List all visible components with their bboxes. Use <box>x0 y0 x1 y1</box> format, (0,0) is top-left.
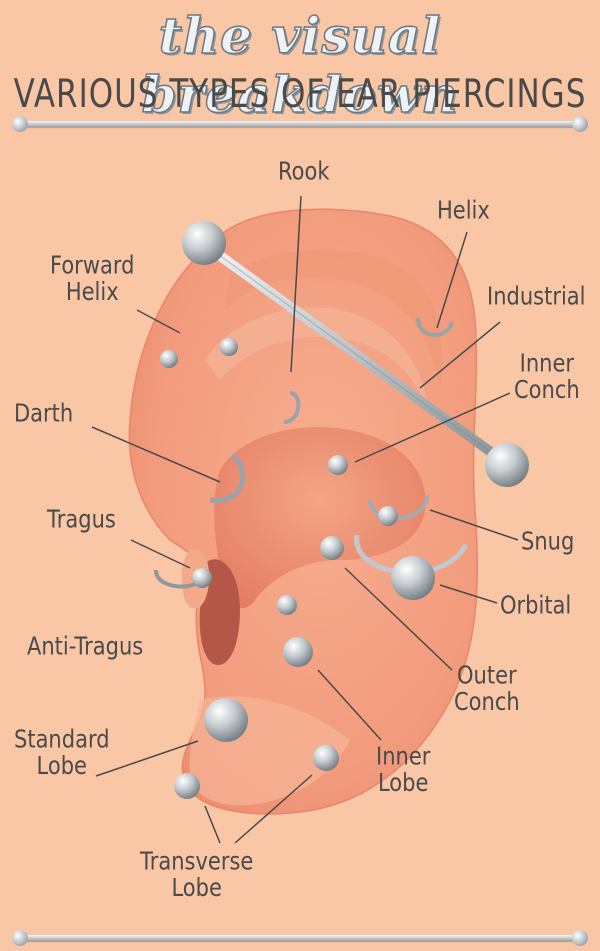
label-inner-conch: Inner Conch <box>514 348 580 404</box>
tragus-bead-icon <box>192 568 212 588</box>
label-transverse-lobe: Transverse Lobe <box>140 846 254 902</box>
label-inner-lobe: Inner Lobe <box>376 741 431 797</box>
rook-ring-icon <box>283 391 301 424</box>
helix-ring-icon <box>416 317 454 337</box>
label-industrial: Industrial <box>487 281 586 311</box>
inner-lobe-stud-icon <box>313 745 339 771</box>
label-orbital: Orbital <box>500 590 572 620</box>
orbital-ball-icon <box>391 556 435 600</box>
anti-tragus-stud-icon <box>277 595 297 615</box>
label-forward-helix: Forward Helix <box>50 250 135 306</box>
label-standard-lobe: Standard Lobe <box>14 724 110 780</box>
bar-ball-icon <box>572 930 588 946</box>
forward-helix-stud-icon <box>160 350 178 368</box>
outer-conch-stud-icon <box>320 536 344 560</box>
forward-helix-stud-icon <box>220 338 238 356</box>
label-outer-conch: Outer Conch <box>454 660 520 716</box>
title-subtitle: VARIOUS TYPES OF EAR PIERCINGS <box>13 72 587 117</box>
ear-helix-fold <box>225 249 442 390</box>
bar-ball-icon <box>12 930 28 946</box>
ear-canal <box>199 559 240 665</box>
title-script: the visual breakdown <box>141 5 459 125</box>
ear-concha <box>214 426 426 609</box>
label-snug: Snug <box>521 526 575 556</box>
label-rook: Rook <box>278 156 330 186</box>
conch-stud-icon <box>283 637 313 667</box>
snug-bead-icon <box>378 506 398 526</box>
industrial-ball-icon <box>485 443 529 487</box>
bottom-divider-bar <box>12 930 588 946</box>
label-anti-tragus: Anti-Tragus <box>27 631 144 661</box>
industrial-ball-icon <box>182 221 226 265</box>
label-helix: Helix <box>437 195 490 225</box>
transverse-lobe-stud-icon <box>174 773 200 799</box>
label-darth: Darth <box>14 398 74 428</box>
darth-ring-icon <box>209 453 246 503</box>
label-tragus: Tragus <box>47 504 116 534</box>
ear-antihelix <box>205 307 430 420</box>
top-divider-bar <box>12 116 588 132</box>
bar-ball-icon <box>572 116 588 132</box>
inner-conch-stud-icon <box>328 455 348 475</box>
leader-lines <box>91 195 519 844</box>
snug-ring-icon <box>368 494 430 521</box>
standard-lobe-ball-icon <box>204 698 248 742</box>
bar-ball-icon <box>12 116 28 132</box>
